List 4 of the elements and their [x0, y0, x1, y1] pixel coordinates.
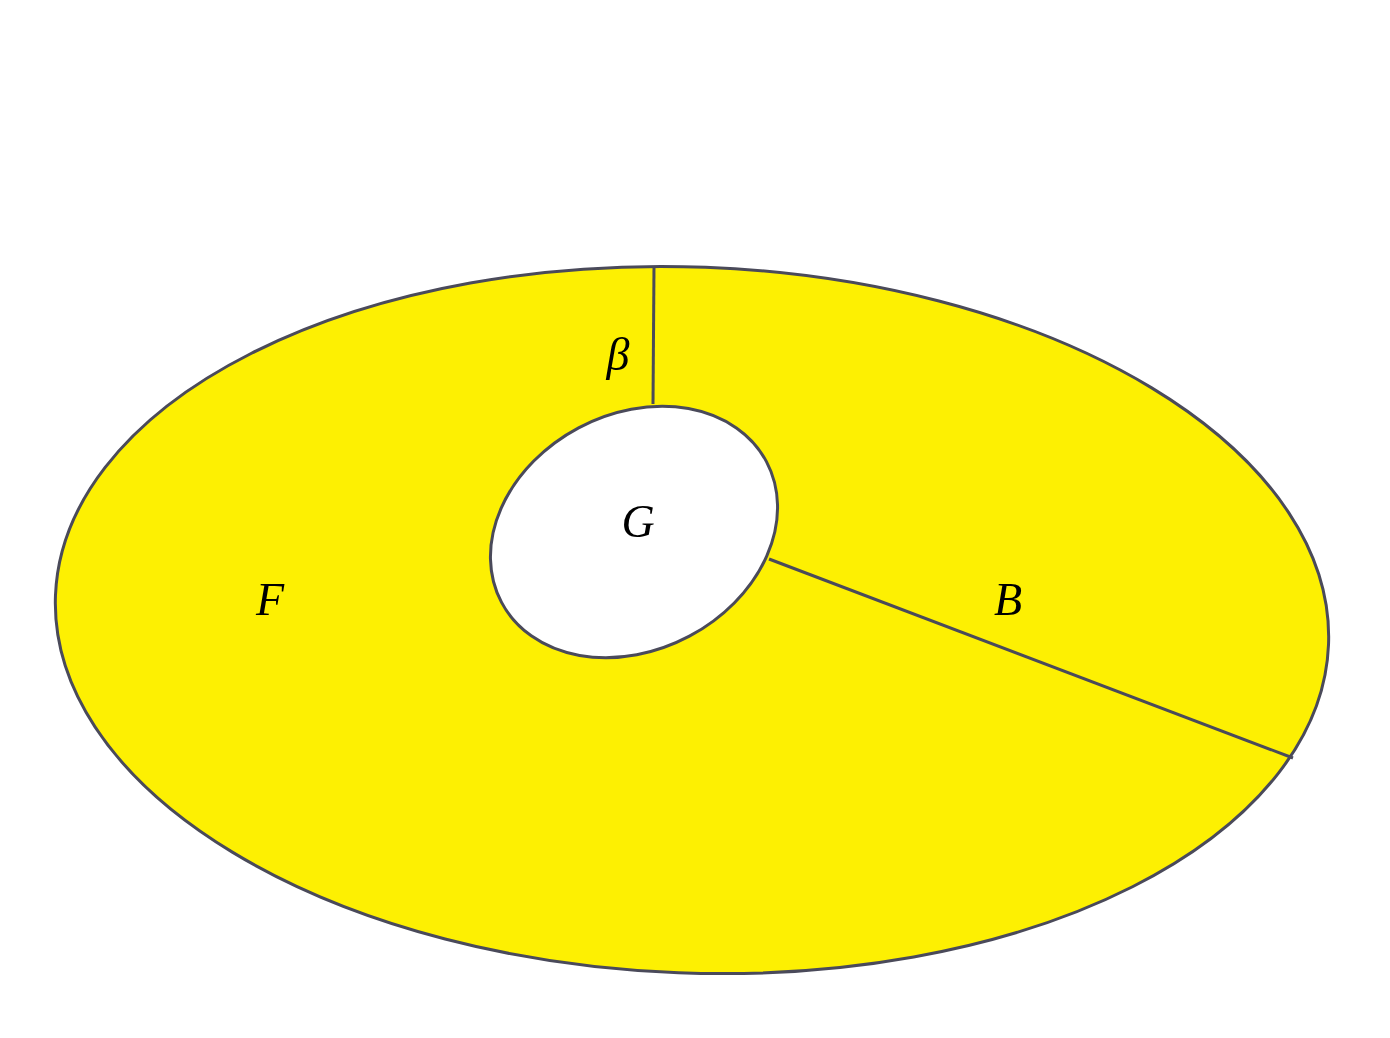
cut-label: β [606, 332, 630, 378]
hole-label: G [621, 499, 655, 545]
region-label: B [993, 577, 1023, 623]
region-label: F [255, 577, 285, 623]
